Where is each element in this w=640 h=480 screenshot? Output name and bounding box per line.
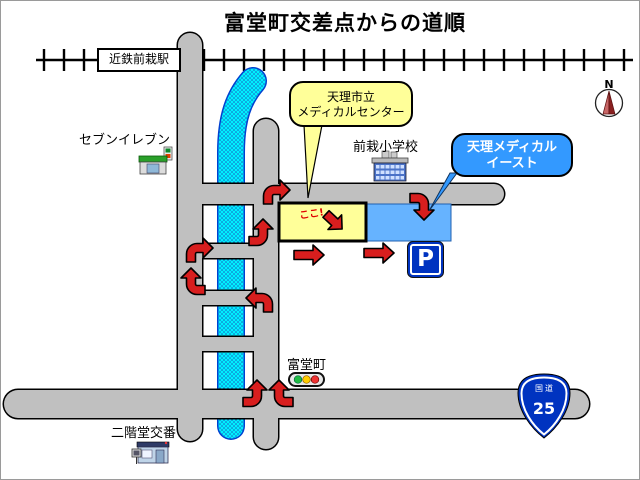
road-north [183,184,504,204]
route-arrow-east-1 [293,244,325,266]
medical-east-callout-line2: イースト [486,156,538,171]
route-shield-number: 25 [533,399,555,418]
medical-east-callout-line1: 天理メディカル [466,140,558,155]
destination-building: ここ! [277,201,368,243]
parking-sign-letter: P [410,244,441,275]
route-shield-type-label: 国道 [535,383,555,393]
compass-icon: N [594,78,624,118]
seven-eleven-label: セブンイレブン [79,133,171,148]
route-25-shield: 国道 25 [517,373,571,439]
traffic-light-icon [288,372,325,387]
convenience-store-icon [138,146,173,175]
station-sign: 近鉄前栽駅 [97,48,181,72]
route-arrow-east-2 [363,242,395,264]
medical-center-callout-line2: メディカルセンター [297,105,405,119]
destination-here-label: ここ! [299,207,325,221]
school-icon [371,150,409,182]
police-box-label: 二階堂交番 [111,426,177,441]
east-building-block [365,203,452,242]
medical-center-callout-line1: 天理市立 [326,90,375,104]
medical-east-callout-pointer [428,172,458,212]
road-route25 [4,390,589,418]
school-label: 前栽小学校 [353,140,419,155]
parking-sign: P [407,241,444,278]
intersection-label: 富堂町 [287,358,327,373]
compass-north-label: N [604,78,613,91]
river [217,67,267,440]
police-box-icon [131,441,170,464]
page-title: 富堂町交差点からの道順 [224,11,466,35]
medical-east-callout: 天理メディカル イースト [451,133,573,177]
road-west-vertical [178,33,202,441]
medical-center-callout: 天理市立 メディカルセンター [289,81,413,127]
